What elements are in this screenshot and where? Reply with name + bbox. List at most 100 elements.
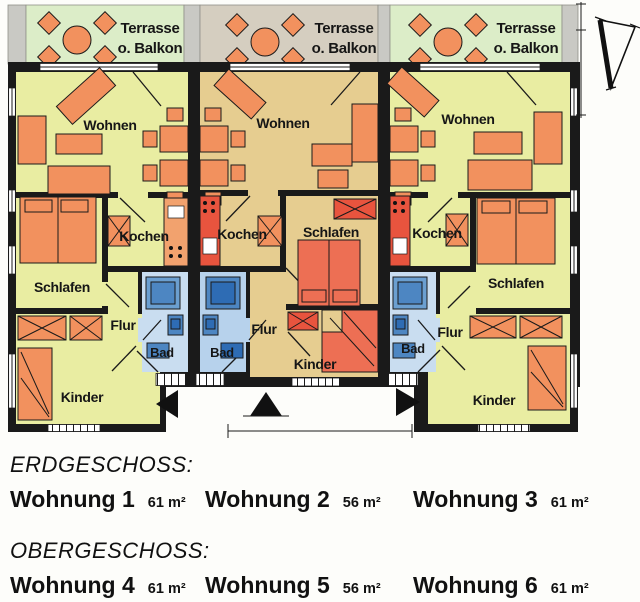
unit-area: 61 m²: [147, 495, 186, 511]
middle-child-label: Kinder: [294, 356, 337, 372]
floor-plan-drawing: Terrasse o. Balkon Terrasse o. Balkon Te…: [7, 2, 640, 438]
terrace-middle-label-line1: Terrasse: [314, 20, 373, 37]
door-gap: [102, 282, 108, 306]
door-gap: [428, 192, 458, 198]
sink: [146, 342, 170, 359]
entrance-arrows: [156, 388, 420, 418]
entrance-steps: [155, 373, 419, 386]
unit-name: Wohnung 3: [413, 486, 538, 512]
door-gap: [436, 318, 440, 342]
left-hall-label: Flur: [110, 317, 136, 333]
door-gap: [138, 318, 142, 342]
toilet: [392, 314, 409, 336]
fridge-cabinet: [445, 213, 469, 247]
shower: [145, 276, 181, 310]
right-kitchen-label: Kochen: [412, 225, 462, 241]
left-apartment-furniture: [17, 66, 189, 421]
sink: [392, 342, 416, 359]
sink: [202, 237, 218, 255]
sink: [167, 205, 185, 219]
sofa: [467, 159, 533, 191]
terrace-left-label-line2: o. Balkon: [118, 40, 183, 57]
wardrobe: [287, 311, 319, 331]
terrace-right-label-line1: Terrasse: [496, 20, 555, 37]
right-bath-label: Bad: [401, 341, 425, 356]
window-striped: [47, 377, 531, 432]
unit-name: Wohnung 5: [205, 572, 330, 598]
terrace-row: Terrasse o. Balkon Terrasse o. Balkon Te…: [7, 4, 579, 71]
unit-area: 61 m²: [550, 581, 589, 597]
right-apartment-furniture: [386, 66, 567, 411]
terrace-middle-label-line2: o. Balkon: [312, 40, 377, 57]
unit-area: 61 m²: [550, 495, 589, 511]
child-bed: [321, 309, 379, 373]
patio-door: [39, 63, 541, 71]
child-bed: [17, 347, 53, 421]
middle-apartment-furniture: [199, 68, 379, 373]
sofa: [47, 165, 111, 195]
table: [317, 169, 349, 189]
dimension-lines: [227, 2, 586, 438]
double-bed: [19, 196, 97, 264]
sink: [392, 237, 408, 255]
armchair: [213, 68, 267, 120]
child-bed: [527, 345, 567, 411]
right-bedroom-label: Schlafen: [488, 275, 544, 291]
unit-wohnung-1: Wohnung 1 61 m²: [10, 486, 186, 513]
double-bed: [297, 239, 361, 307]
entrance-arrow-left: [156, 390, 178, 418]
wardrobe: [17, 315, 103, 341]
shower: [205, 276, 241, 310]
middle-bedroom-label: Schlafen: [303, 224, 359, 240]
kitchen-counter: [389, 195, 411, 267]
windows-and-openings: [8, 63, 578, 432]
door-gap: [246, 318, 250, 342]
sofa: [533, 111, 563, 165]
double-bed: [476, 197, 556, 265]
coffee-table: [311, 143, 353, 167]
room-labels: Wohnen Kochen Schlafen Flur Bad Kinder W…: [34, 111, 544, 408]
left-kitchen-label: Kochen: [119, 228, 169, 244]
terrace-post: [561, 4, 579, 65]
sofa: [351, 103, 379, 163]
armchair: [386, 66, 440, 118]
unit-wohnung-2: Wohnung 2 56 m²: [205, 486, 381, 513]
wardrobe: [469, 315, 563, 339]
unit-area: 56 m²: [342, 581, 381, 597]
unit-area: 56 m²: [342, 495, 381, 511]
terrace-right-label-line2: o. Balkon: [494, 40, 559, 57]
armchair: [55, 66, 117, 126]
fridge-cabinet: [257, 215, 283, 247]
middle-hall-label: Flur: [251, 321, 277, 337]
toilet: [202, 314, 219, 336]
door-swings: [105, 71, 537, 373]
left-bath-label: Bad: [150, 345, 174, 360]
unit-wohnung-4: Wohnung 4 61 m²: [10, 572, 186, 599]
unit-wohnung-5: Wohnung 5 56 m²: [205, 572, 381, 599]
unit-area: 61 m²: [147, 581, 186, 597]
unit-name: Wohnung 4: [10, 572, 135, 598]
ground-floor-heading: ERDGESCHOSS:: [10, 452, 194, 477]
legend: ERDGESCHOSS: Wohnung 1 61 m² Wohnung 2 5…: [0, 446, 640, 602]
sofa: [17, 115, 47, 165]
middle-bath-label: Bad: [210, 345, 234, 360]
left-child-label: Kinder: [61, 389, 104, 405]
unit-name: Wohnung 2: [205, 486, 330, 512]
door-gap: [118, 192, 148, 198]
right-living-label: Wohnen: [441, 111, 494, 127]
door-gap: [280, 282, 286, 306]
upper-floor-units: Wohnung 4 61 m² Wohnung 5 56 m² Wohnung …: [0, 572, 640, 600]
upper-floor-heading: OBERGESCHOSS:: [10, 538, 210, 563]
shower: [392, 276, 428, 310]
ground-floor-units: Wohnung 1 61 m² Wohnung 2 56 m² Wohnung …: [0, 486, 640, 514]
terrace-post: [183, 4, 201, 65]
coffee-table: [473, 131, 523, 155]
entrance-arrow-right: [396, 388, 420, 416]
unit-name: Wohnung 6: [413, 572, 538, 598]
sink: [220, 342, 244, 359]
entrance-arrow-middle: [250, 392, 282, 416]
unit-name: Wohnung 1: [10, 486, 135, 512]
window: [8, 87, 578, 409]
terrace-left-label-line1: Terrasse: [120, 20, 179, 37]
